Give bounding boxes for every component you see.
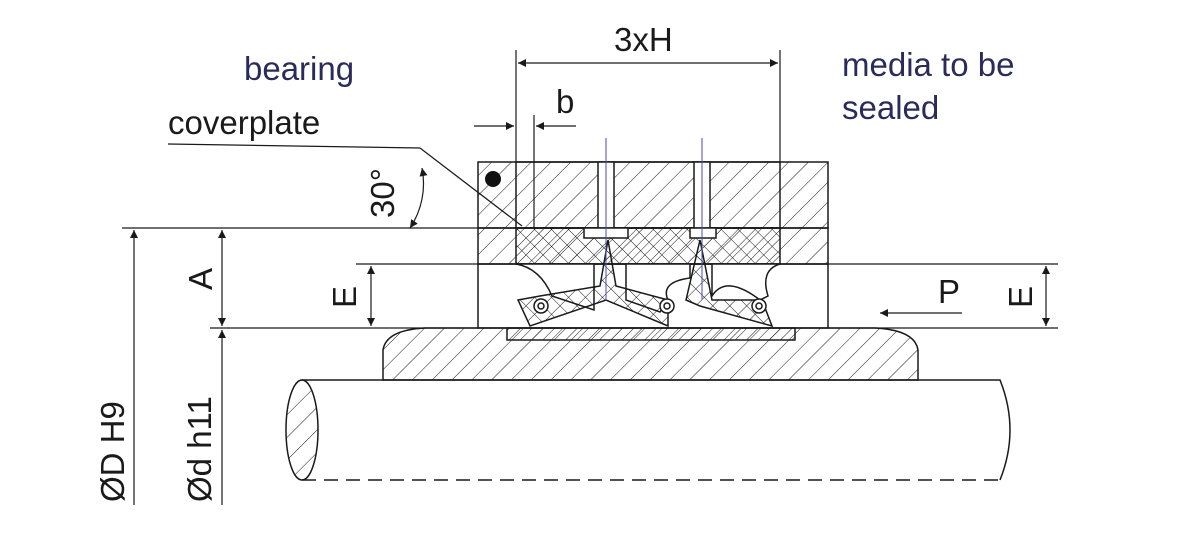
dimension-lines	[122, 50, 1058, 505]
dimension-e-right-label: E	[1002, 286, 1039, 308]
reference-dot	[485, 171, 501, 187]
media-label-line1: media to be	[842, 46, 1014, 83]
spacing-dimension-label: 3xH	[614, 21, 673, 58]
housing-upper-block	[477, 161, 829, 265]
media-label-line2: sealed	[842, 89, 939, 126]
angle-label: 30°	[364, 168, 401, 218]
shaft	[285, 379, 1011, 481]
width-b-label: b	[556, 83, 574, 120]
coverplate-label: coverplate	[168, 104, 320, 141]
bearing-label: bearing	[244, 50, 354, 87]
lip-seal-elements	[515, 239, 781, 328]
shaft-diameter-label: Ød h11	[181, 396, 218, 502]
pressure-label: P	[938, 273, 960, 310]
dimension-e-left-label: E	[326, 286, 363, 308]
seal-base-strip	[506, 327, 796, 341]
dimension-a-label: A	[182, 268, 219, 290]
center-lines	[605, 138, 703, 300]
bore-diameter-label: ØD H9	[94, 401, 131, 502]
